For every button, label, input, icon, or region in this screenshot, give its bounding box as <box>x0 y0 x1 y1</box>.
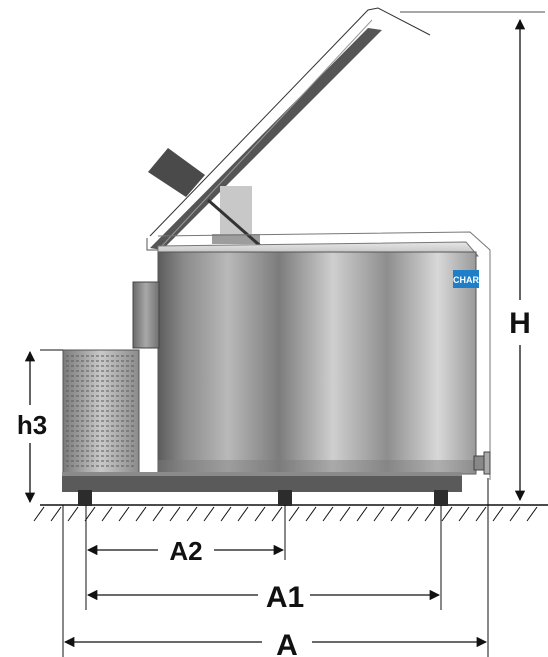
ground-hatch-line <box>441 506 453 522</box>
ground-hatch-line <box>169 506 181 522</box>
brand-badge: CHAR <box>453 270 479 288</box>
ground-hatch-line <box>203 506 215 522</box>
ground-hatch-line <box>237 506 249 522</box>
ground-hatch-line <box>509 506 521 522</box>
ground-hatch-line <box>492 506 504 522</box>
ground-hatch-line <box>390 506 402 522</box>
control-box <box>132 281 160 349</box>
ground-hatch-line <box>152 506 164 522</box>
open-lid <box>146 7 431 251</box>
condensing-unit <box>62 349 140 475</box>
dimension-h3: h3 <box>17 350 47 504</box>
dimension-a1-label: A1 <box>266 581 304 614</box>
dimension-h: H <box>509 18 531 502</box>
foot-right <box>434 490 448 506</box>
dimension-a2-label: A2 <box>169 536 202 566</box>
agitator-motor <box>207 186 266 252</box>
ground-hatch-line <box>220 506 232 522</box>
ground <box>33 504 548 522</box>
ground-hatch-line <box>84 506 96 522</box>
ground-hatch-line <box>118 506 130 522</box>
ground-hatch-line <box>373 506 385 522</box>
dimension-a1: A1 <box>86 581 441 614</box>
ground-hatch-line <box>424 506 436 522</box>
foot-left <box>78 490 92 506</box>
ground-hatch-line <box>407 506 419 522</box>
ground-hatch-line <box>458 506 470 522</box>
dimension-h-label: H <box>509 307 531 340</box>
ground-hatch-line <box>186 506 198 522</box>
foot-middle <box>278 490 292 506</box>
ground-hatch-line <box>475 506 487 522</box>
ground-hatch-line <box>288 506 300 522</box>
dimension-a-label: A <box>276 629 298 657</box>
ground-hatch-line <box>101 506 113 522</box>
extension-lines <box>40 11 545 657</box>
ground-hatch-line <box>322 506 334 522</box>
tank-body <box>157 251 477 475</box>
ground-hatch-line <box>135 506 147 522</box>
ground-hatch-line <box>356 506 368 522</box>
ground-hatch-line <box>305 506 317 522</box>
dimension-a: A <box>63 629 488 657</box>
ground-hatch-line <box>50 506 62 522</box>
ground-hatch-line <box>254 506 266 522</box>
brand-label: CHAR <box>453 275 479 285</box>
base-frame <box>62 472 462 506</box>
ground-hatch-line <box>339 506 351 522</box>
ground-hatch-line <box>67 506 79 522</box>
dimension-h3-label: h3 <box>17 410 47 440</box>
ground-hatch-line <box>271 506 283 522</box>
ground-hatch-line <box>526 506 538 522</box>
dimension-a2: A2 <box>86 536 285 566</box>
ground-hatch-line <box>33 506 45 522</box>
drain-valve <box>473 451 491 475</box>
